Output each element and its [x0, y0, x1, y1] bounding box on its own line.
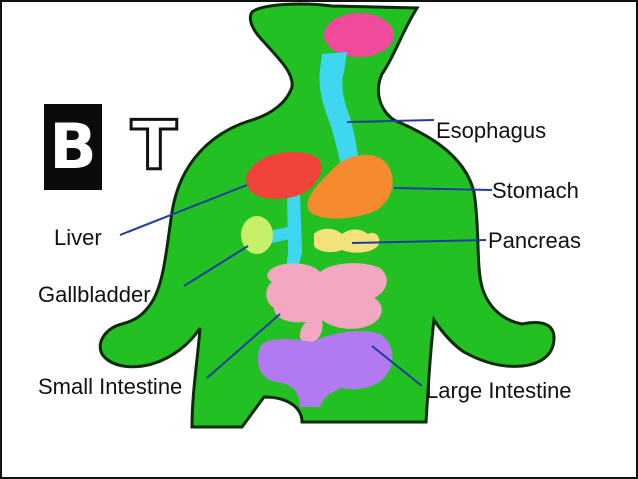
- esophagus-organ: [319, 52, 360, 170]
- pancreas-leader-line: [351, 239, 487, 244]
- gallbladder-leader-line: [183, 245, 249, 287]
- liver-organ: [246, 151, 322, 199]
- label-gallbladder: Gallbladder: [38, 282, 151, 307]
- pancreas-organ: [314, 228, 380, 253]
- label-pancreas: Pancreas: [488, 228, 581, 253]
- liver-leader-line: [119, 184, 248, 236]
- small-intestine-leader-line: [206, 313, 281, 379]
- label-stomach: Stomach: [492, 178, 579, 203]
- large-intestine-leader-line: [371, 345, 423, 387]
- logo-letter-b: B: [44, 104, 102, 190]
- esophagus-leader-line: [346, 119, 435, 123]
- logo-letter-t: T: [129, 106, 178, 188]
- small-intestine-organ: [266, 263, 387, 342]
- gallbladder-organ: [241, 216, 273, 254]
- mouth-organ: [324, 13, 394, 57]
- label-small-intestine: Small Intestine: [38, 374, 183, 399]
- label-esophagus: Esophagus: [436, 118, 547, 143]
- stomach-organ: [307, 154, 393, 219]
- label-liver: Liver: [54, 225, 102, 250]
- label-large-intestine: Large Intestine: [426, 378, 572, 403]
- stomach-leader-line: [393, 187, 493, 191]
- large-intestine-organ: [257, 331, 393, 407]
- bile-duct-organ: [286, 192, 302, 270]
